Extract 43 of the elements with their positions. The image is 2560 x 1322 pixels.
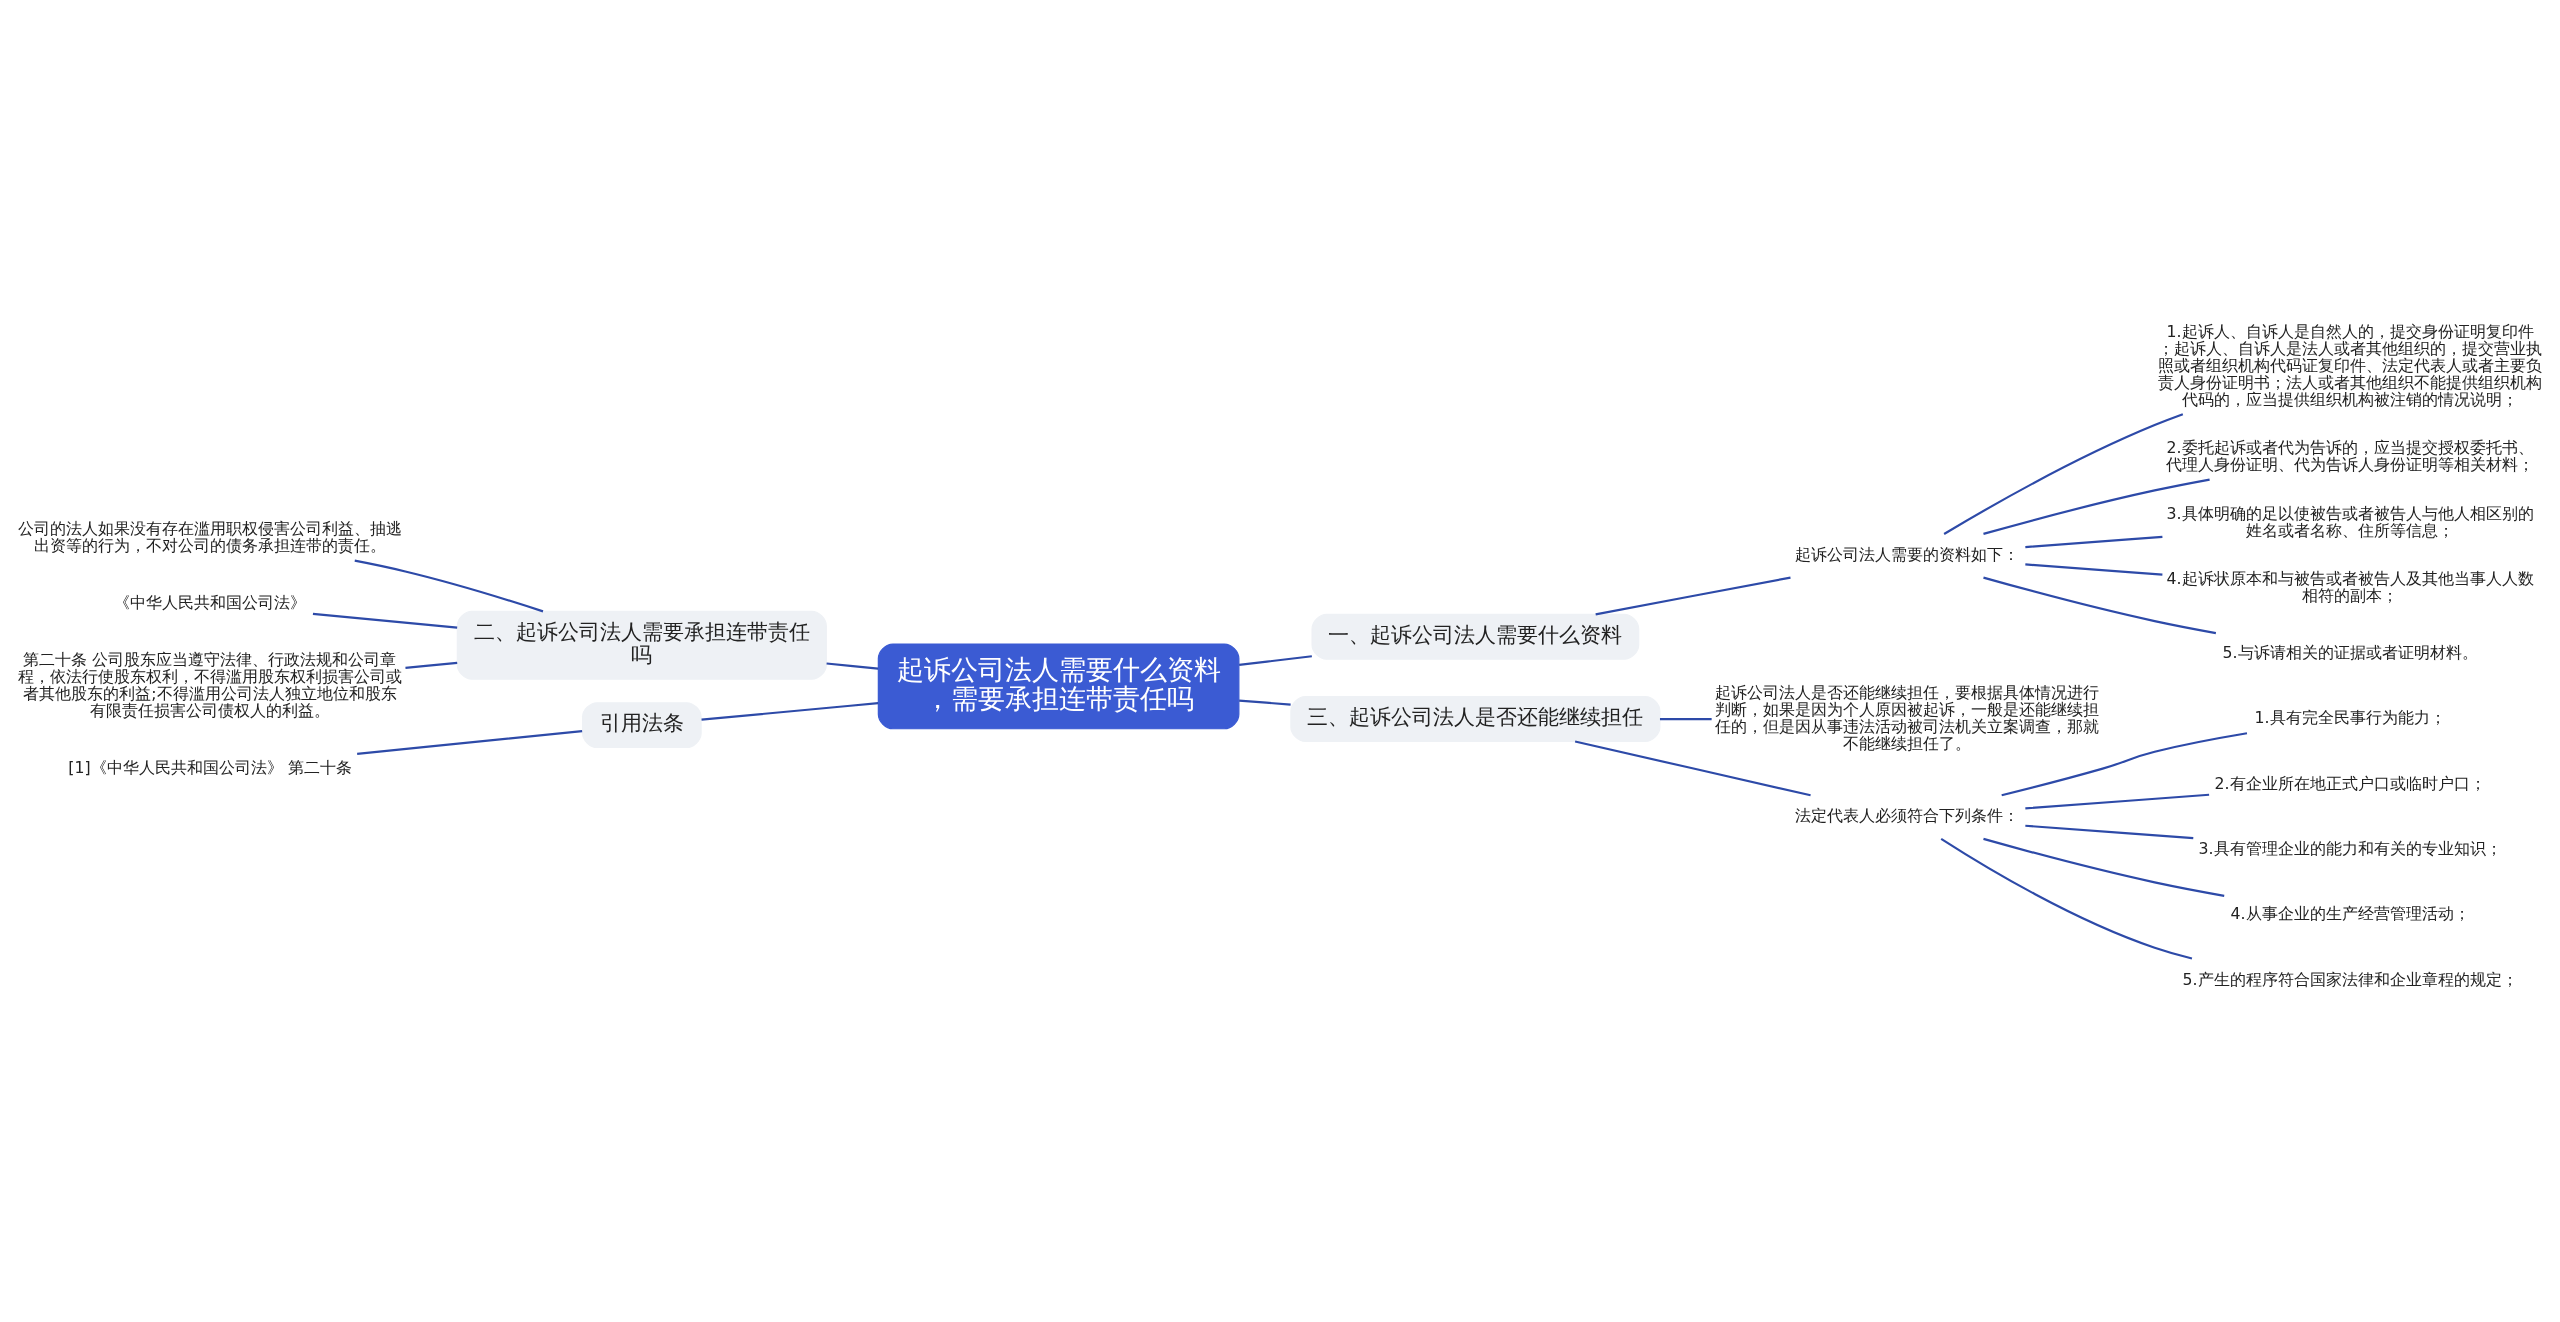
connector	[405, 661, 458, 669]
node-box: 三、起诉公司法人是否还能继续担任	[1290, 696, 1661, 743]
node-box: 一、起诉公司法人需要什么资料	[1311, 613, 1640, 660]
connector	[2001, 732, 2248, 797]
node-box: 二、起诉公司法人需要承担连带责任吗	[456, 610, 827, 680]
node-text: 4.起诉状原本和与被告或者被告人及其他当事人人数相符的副本；	[2166, 569, 2534, 605]
connector	[1983, 478, 2210, 535]
connector	[1574, 740, 1811, 797]
connector	[1595, 576, 1791, 616]
node-text: 起诉公司法人是否还能继续担任，要根据具体情况进行判断，如果是因为个人原因被起诉，一般是还能继续担任的，但是因从事违法活动被司法机关立案调查，那就不能继续担任了。	[1715, 682, 2100, 753]
connector	[1943, 413, 2184, 535]
connector	[2025, 793, 2210, 810]
node-text: 3.具体明确的足以使被告或者被告人与他人相区别的姓名或者名称、住所等信息；	[2166, 503, 2534, 540]
node-text: 第二十条 公司股东应当遵守法律、行政法规和公司章程，依法行使股东权利，不得滥用股东权利损害公司或者其他股东的利益;不得滥用公司法人独立地位和股东有限责任损害公司债权人的利益。	[17, 650, 402, 720]
connector	[701, 702, 879, 721]
connector	[1239, 699, 1291, 706]
connector	[1659, 718, 1712, 721]
connector	[826, 662, 879, 670]
connector	[354, 559, 544, 613]
node-text: 3.具有管理企业的能力和有关的专业知识；	[2198, 838, 2502, 858]
node-text: 公司的法人如果没有存在滥用职权侵害公司利益、抽逃出资等的行为，不对公司的债务承担连带的责任。	[17, 519, 402, 556]
node-text: [1]《中华人民共和国公司法》 第二十条	[68, 757, 352, 777]
node-text: 法定代表人必须符合下列条件：	[1795, 806, 2020, 826]
node-text: 起诉公司法人需要的资料如下：	[1795, 544, 2020, 564]
node-text: 4.从事企业的生产经营管理活动；	[2230, 904, 2470, 924]
connector	[1940, 837, 2193, 960]
node-text: 5.产生的程序符合国家法律和企业章程的规定；	[2182, 969, 2518, 989]
connector	[357, 729, 583, 755]
connector	[312, 612, 458, 629]
connector	[1239, 655, 1312, 667]
node-text: 2.有企业所在地正式户口或临时户口；	[2214, 773, 2486, 793]
node-text: 1.起诉人、自诉人是自然人的，提交身份证明复印件；起诉人、自诉人是法人或者其他组织的，提交营业执照或者组织机构代码证复印件、法定代表人或者主要负责人身份证明书；法人或者其他组织不能提供组织机构代码的，应当提供组织机构被注销的情况说明；	[2158, 322, 2543, 410]
node-box: 引用法条	[581, 702, 702, 749]
connector	[2025, 563, 2163, 576]
connector	[2025, 824, 2194, 840]
node-text: 2.委托起诉或者代为告诉的，应当提交授权委托书、代理人身份证明、代为告诉人身份证明等相关材料；	[2166, 438, 2535, 475]
node-text: 《中华人民共和国公司法》	[113, 593, 306, 613]
node-text: 5.与诉请相关的证据或者证明材料。	[2222, 642, 2478, 662]
connector	[2025, 535, 2163, 549]
connector	[1983, 576, 2217, 635]
connector	[1983, 837, 2225, 897]
node-text: 1.具有完全民事行为能力；	[2254, 708, 2446, 728]
node-box: 起诉公司法人需要什么资料，需要承担连带责任吗	[877, 643, 1240, 730]
